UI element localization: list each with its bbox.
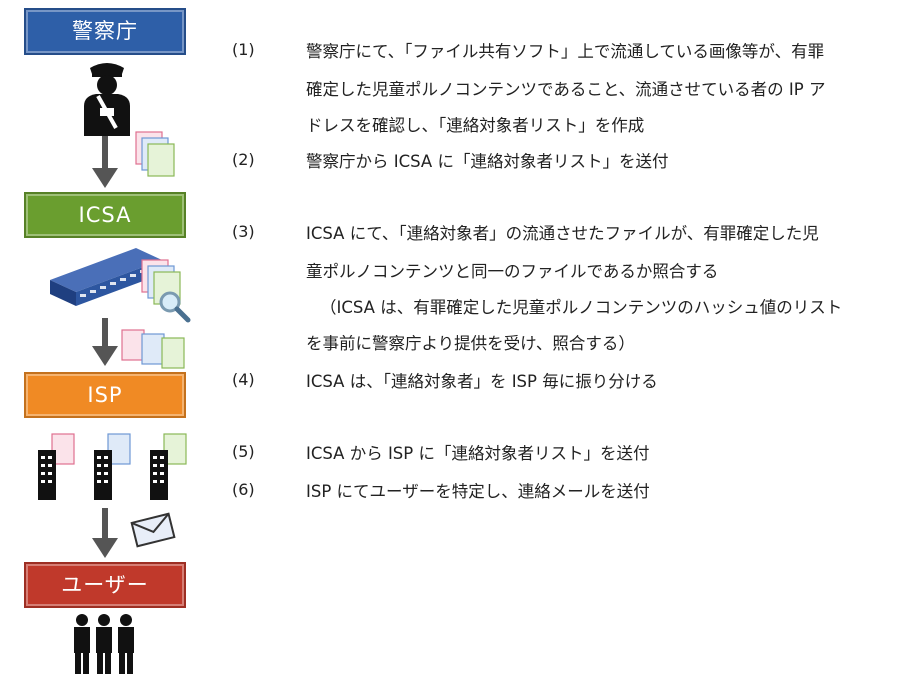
step-text-line: 警察庁にて、「ファイル共有ソフト」上で流通している画像等が、有罪 bbox=[306, 42, 825, 61]
step-text-line: ドレスを確認し、「連絡対象者リスト」を作成 bbox=[306, 116, 645, 135]
down-arrow-icon bbox=[92, 508, 118, 558]
user-box: ユーザー bbox=[24, 562, 186, 608]
police-agency-box: 警察庁 bbox=[24, 8, 186, 55]
step-text-line: 確定した児童ポルノコンテンツであること、流通させている者の IP ア bbox=[306, 80, 826, 99]
document-stack-icon bbox=[135, 131, 175, 177]
server-tower-icon bbox=[94, 433, 131, 500]
police-officer-icon bbox=[84, 63, 130, 136]
step-number: (2) bbox=[232, 150, 255, 169]
envelope-icon bbox=[130, 512, 176, 548]
isp-box: ISP bbox=[24, 372, 186, 418]
step-text-line: ICSA は、「連絡対象者」を ISP 毎に振り分ける bbox=[306, 372, 658, 391]
step-number: (6) bbox=[232, 480, 255, 499]
step-text-line: を事前に警察庁より提供を受け、照合する） bbox=[306, 334, 635, 353]
step-text-line: 警察庁から ICSA に「連絡対象者リスト」を送付 bbox=[306, 152, 669, 171]
user-label: ユーザー bbox=[61, 573, 149, 597]
step-number: (1) bbox=[232, 40, 255, 59]
step-text-line: （ICSA は、有罪確定した児童ポルノコンテンツのハッシュ値のリスト bbox=[320, 298, 843, 317]
step-text-line: ICSA にて、「連絡対象者」の流通させたファイルが、有罪確定した児 bbox=[306, 224, 819, 243]
icsa-box: ICSA bbox=[24, 192, 186, 238]
step-number: (4) bbox=[232, 370, 255, 389]
step-text-line: ICSA から ISP に「連絡対象者リスト」を送付 bbox=[306, 444, 650, 463]
users-group-icon bbox=[74, 614, 134, 674]
step-number: (3) bbox=[232, 222, 255, 241]
server-tower-icon bbox=[38, 433, 75, 500]
down-arrow-icon bbox=[92, 318, 118, 366]
down-arrow-icon bbox=[92, 136, 118, 188]
document-stack-icon bbox=[121, 329, 185, 369]
magnifier-icon bbox=[159, 291, 191, 323]
step-number: (5) bbox=[232, 442, 255, 461]
step-text-line: ISP にてユーザーを特定し、連絡メールを送付 bbox=[306, 482, 650, 501]
police-agency-label: 警察庁 bbox=[72, 19, 138, 43]
step-text-line: 童ポルノコンテンツと同一のファイルであるか照合する bbox=[306, 262, 719, 281]
icsa-label: ICSA bbox=[78, 203, 132, 227]
server-tower-icon bbox=[150, 433, 187, 500]
building-icon bbox=[50, 248, 162, 306]
isp-label: ISP bbox=[87, 383, 123, 407]
